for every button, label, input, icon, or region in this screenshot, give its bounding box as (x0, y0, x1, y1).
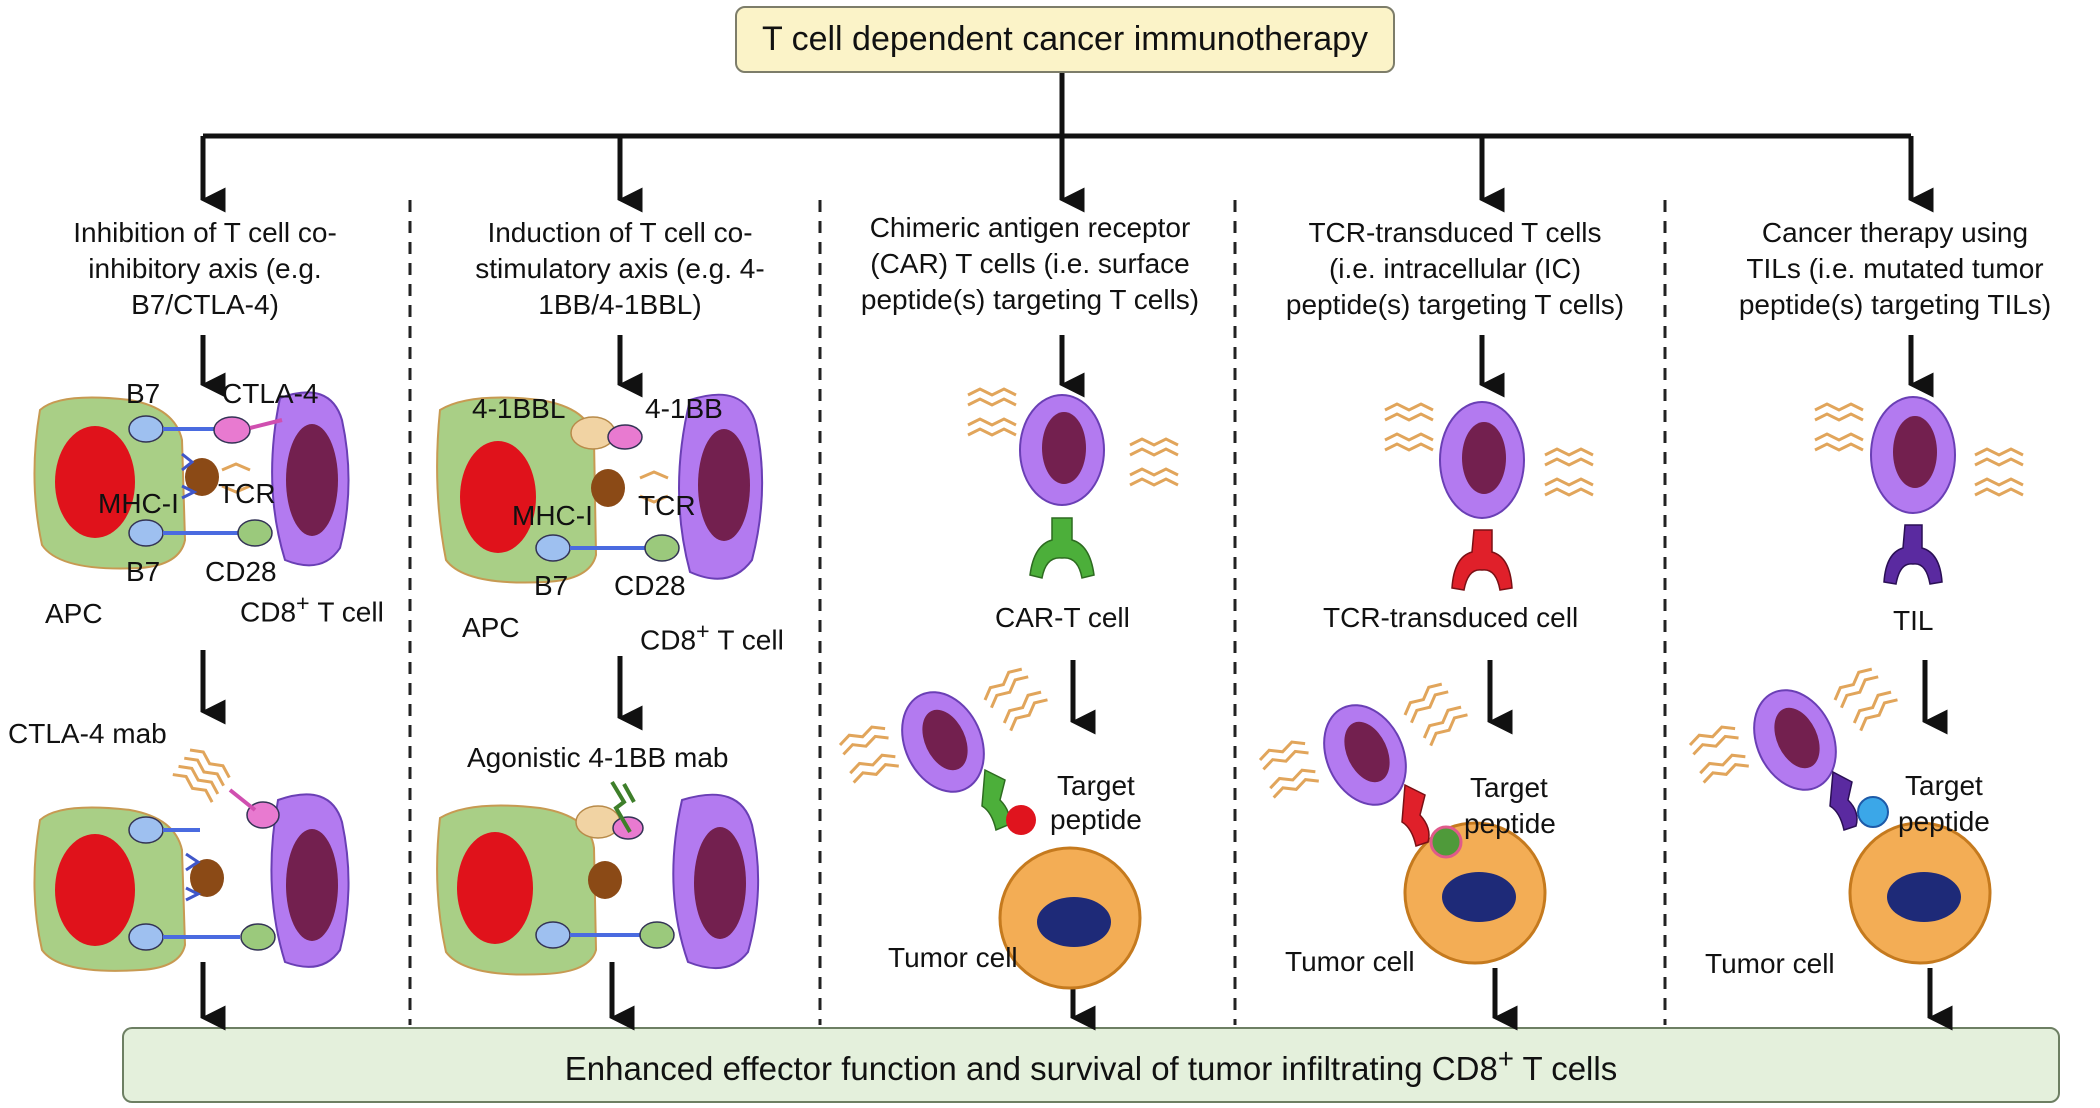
col4-heading-line2: (i.e. intracellular (IC) (1328, 253, 1582, 284)
col5-heading-line3: peptide(s) targeting TILs) (1738, 289, 2052, 320)
col2-cd8-sup: + (696, 618, 710, 644)
col5-heading-line1: Cancer therapy using (1761, 217, 2029, 248)
col1-apc-label: APC (45, 598, 103, 629)
col1-tcr-label: TCR (218, 478, 276, 509)
ctla4-mab-icon (171, 743, 235, 804)
col1-cd8-text: CD8 (240, 596, 297, 628)
col3-heading-line1: Chimeric antigen receptor (869, 212, 1191, 243)
col1-synapse-bottom (33, 743, 350, 972)
step-arrows (200, 335, 1953, 1031)
col2-heading: Induction of T cell co- stimulatory axis… (445, 215, 795, 323)
col2-mhc-label: MHC-I (512, 500, 593, 531)
col3-target-label: Target (1057, 770, 1135, 801)
outcome-box: Enhanced effector function and survival … (122, 1027, 2060, 1103)
apc-nucleus (55, 426, 135, 538)
connector-lines (200, 73, 1934, 213)
col1-mhc-label: MHC-I (98, 488, 179, 519)
col3-car-t-cell (966, 387, 1180, 579)
col1-cd28-label: CD28 (205, 556, 277, 587)
col4-peptide-label: peptide (1464, 808, 1556, 839)
column-dividers (408, 200, 1667, 1025)
col5-til-engagement (1686, 663, 1992, 965)
col3-tumor-label: Tumor cell (888, 942, 1018, 973)
outcome-sup: + (1497, 1042, 1514, 1074)
col2-cd8-text: CD8 (640, 624, 697, 656)
outcome-main: Enhanced effector function and survival … (564, 1049, 1498, 1087)
target-peptide-green (1429, 825, 1463, 859)
col2-b7-label: B7 (534, 570, 569, 601)
col1-heading-line2: inhibitory axis (e.g. (88, 253, 322, 284)
target-peptide-red (1006, 805, 1036, 835)
col2-apc-label: APC (462, 612, 520, 643)
target-peptide-blue (1857, 796, 1889, 828)
col1-cd8-label: CD8+ T cell (240, 590, 384, 628)
col5-til-cell (1813, 396, 2025, 585)
col4-target-label: Target (1470, 772, 1548, 803)
col1-synapse-top (33, 391, 350, 570)
col1-heading-line3: B7/CTLA-4) (131, 289, 279, 320)
col2-mab-label: Agonistic 4-1BB mab (467, 742, 729, 773)
title-box: T cell dependent cancer immunotherapy (735, 6, 1395, 73)
col4-heading-line1: TCR-transduced T cells (1308, 217, 1602, 248)
tcell-nucleus (286, 424, 338, 536)
col1-heading-line1: Inhibition of T cell co- (73, 217, 337, 248)
col2-synapse-bottom (436, 780, 760, 976)
col4-heading-line3: peptide(s) targeting T cells) (1285, 289, 1625, 320)
col2-heading-line1: Induction of T cell co- (487, 217, 753, 248)
outcome-tail: T cells (1513, 1049, 1618, 1087)
col5-target-label: Target (1905, 770, 1983, 801)
col2-synapse-top (436, 393, 764, 584)
col2-cd8-label: CD8+ T cell (640, 618, 784, 656)
col3-heading-line3: peptide(s) targeting T cells) (860, 284, 1200, 315)
col5-heading: Cancer therapy using TILs (i.e. mutated … (1700, 215, 2090, 323)
col3-peptide-label: peptide (1050, 804, 1142, 835)
title-text: T cell dependent cancer immunotherapy (761, 20, 1369, 58)
col1-cd8-sup: + (296, 590, 310, 616)
col2-heading-line3: 1BB/4-1BBL) (538, 289, 702, 320)
col1-cd8-tail: T cell (317, 596, 384, 628)
col3-car-t-engagement (836, 663, 1142, 990)
col2-cd28-label: CD28 (614, 570, 686, 601)
agonist-mab-icon (610, 780, 636, 834)
col1-mab-label: CTLA-4 mab (8, 718, 167, 749)
col5-heading-line2: TILs (i.e. mutated tumor (1746, 253, 2044, 284)
col5-peptide-label: peptide (1898, 806, 1990, 837)
col4-cell-label: TCR-transduced cell (1323, 602, 1579, 633)
col1-b7-top-label: B7 (126, 378, 161, 409)
col1-b7-bottom-label: B7 (126, 556, 161, 587)
col4-tcr-engagement (1256, 678, 1547, 965)
col4-tcr-transduced-cell (1383, 401, 1595, 591)
col2-tcr-label: TCR (638, 490, 696, 521)
col2-heading-line2: stimulatory axis (e.g. 4- (475, 253, 765, 284)
col3-cell-label: CAR-T cell (995, 602, 1130, 633)
col1-heading: Inhibition of T cell co- inhibitory axis… (40, 215, 370, 323)
col2-41bbl-label: 4-1BBL (472, 393, 566, 424)
col4-heading: TCR-transduced T cells (i.e. intracellul… (1255, 215, 1655, 323)
col5-cell-label: TIL (1893, 605, 1934, 636)
col4-tumor-label: Tumor cell (1285, 946, 1415, 977)
col3-heading: Chimeric antigen receptor (CAR) T cells … (835, 210, 1225, 318)
col1-ctla4-label: CTLA-4 (222, 378, 319, 409)
col3-heading-line2: (CAR) T cells (i.e. surface (870, 248, 1190, 279)
col2-cd8-tail: T cell (717, 624, 784, 656)
col5-tumor-label: Tumor cell (1705, 948, 1835, 979)
outcome-text: Enhanced effector function and survival … (565, 1043, 1617, 1088)
col2-41bb-label: 4-1BB (645, 393, 723, 424)
